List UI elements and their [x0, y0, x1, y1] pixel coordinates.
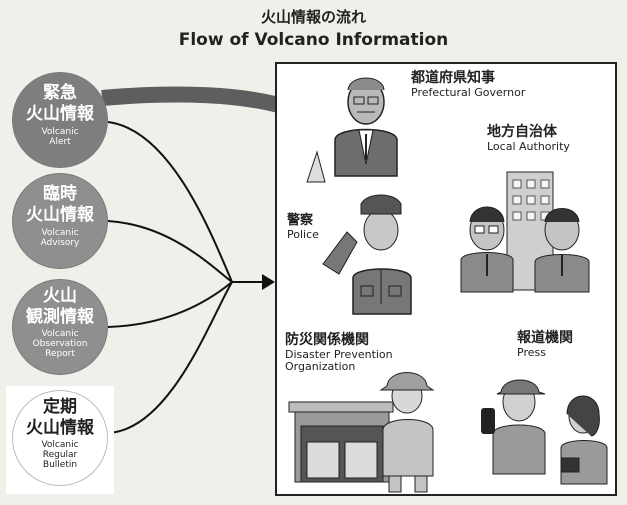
- info-circle-observation-report: 火山 観測情報 Volcanic Observation Report: [12, 279, 108, 375]
- alert-jp-line2: 火山情報: [26, 104, 94, 124]
- press-en: Press: [517, 346, 546, 359]
- governor-en: Prefectural Governor: [411, 86, 526, 99]
- disaster-prevention-illustration: [288, 372, 435, 493]
- alert-jp-line1: 緊急: [43, 83, 77, 103]
- police-en: Police: [287, 228, 319, 241]
- press-jp: 報道機関: [517, 330, 573, 346]
- press-illustration: [481, 379, 608, 485]
- police-illustration: [322, 194, 412, 315]
- disaster-prevention-en: Disaster Prevention: [285, 348, 393, 361]
- info-circle-volcanic-advisory: 臨時 火山情報 Volcanic Advisory: [12, 173, 108, 269]
- police-jp: 警察: [287, 213, 314, 228]
- recipients-box: 都道府県知事 Prefectural Governor: [275, 62, 617, 496]
- info-circle-volcanic-alert: 緊急 火山情報 Volcanic Alert: [12, 72, 108, 168]
- bulletin-jp-line2: 火山情報: [26, 418, 94, 438]
- observation-en-label: Volcanic Observation Report: [32, 329, 88, 359]
- disaster-prevention-jp: 防災関係機関: [285, 332, 369, 348]
- connector-observation: [107, 281, 233, 328]
- disaster-prevention-en2: Organization: [285, 360, 356, 373]
- governor-jp: 都道府県知事: [411, 70, 495, 86]
- recipient-illustrations: [288, 77, 608, 493]
- connector-advisory: [107, 220, 233, 283]
- advisory-en-label: Volcanic Advisory: [40, 228, 80, 248]
- alert-direct-arrow-body: [101, 86, 303, 120]
- recipient-disaster-prevention-label: 防災関係機関 Disaster Prevention Organization: [285, 332, 393, 373]
- local-authority-en: Local Authority: [487, 140, 570, 153]
- observation-jp-line1: 火山: [43, 286, 77, 306]
- connector-alert: [107, 121, 233, 283]
- info-circle-regular-bulletin: 定期 火山情報 Volcanic Regular Bulletin: [12, 390, 108, 486]
- main-arrowhead: [262, 274, 275, 290]
- advisory-jp-line1: 臨時: [43, 184, 77, 204]
- observation-jp-line2: 観測情報: [26, 307, 94, 327]
- local-authority-illustration: [460, 171, 590, 293]
- local-authority-jp: 地方自治体: [487, 124, 557, 140]
- alert-en-label: Volcanic Alert: [41, 127, 79, 147]
- governor-illustration: [306, 77, 398, 183]
- recipient-press-label: 報道機関 Press: [517, 330, 573, 359]
- recipient-governor-label: 都道府県知事 Prefectural Governor: [411, 70, 525, 99]
- diagram-title-en: Flow of Volcano Information: [178, 30, 449, 50]
- diagram-title-jp: 火山情報の流れ: [260, 8, 366, 26]
- connector-bulletin: [107, 281, 233, 434]
- recipient-police-label: 警察 Police: [287, 212, 319, 241]
- advisory-jp-line2: 火山情報: [26, 205, 94, 225]
- bulletin-jp-line1: 定期: [43, 397, 77, 417]
- bulletin-en-label: Volcanic Regular Bulletin: [41, 440, 79, 470]
- recipient-local-authority-label: 地方自治体 Local Authority: [487, 124, 570, 153]
